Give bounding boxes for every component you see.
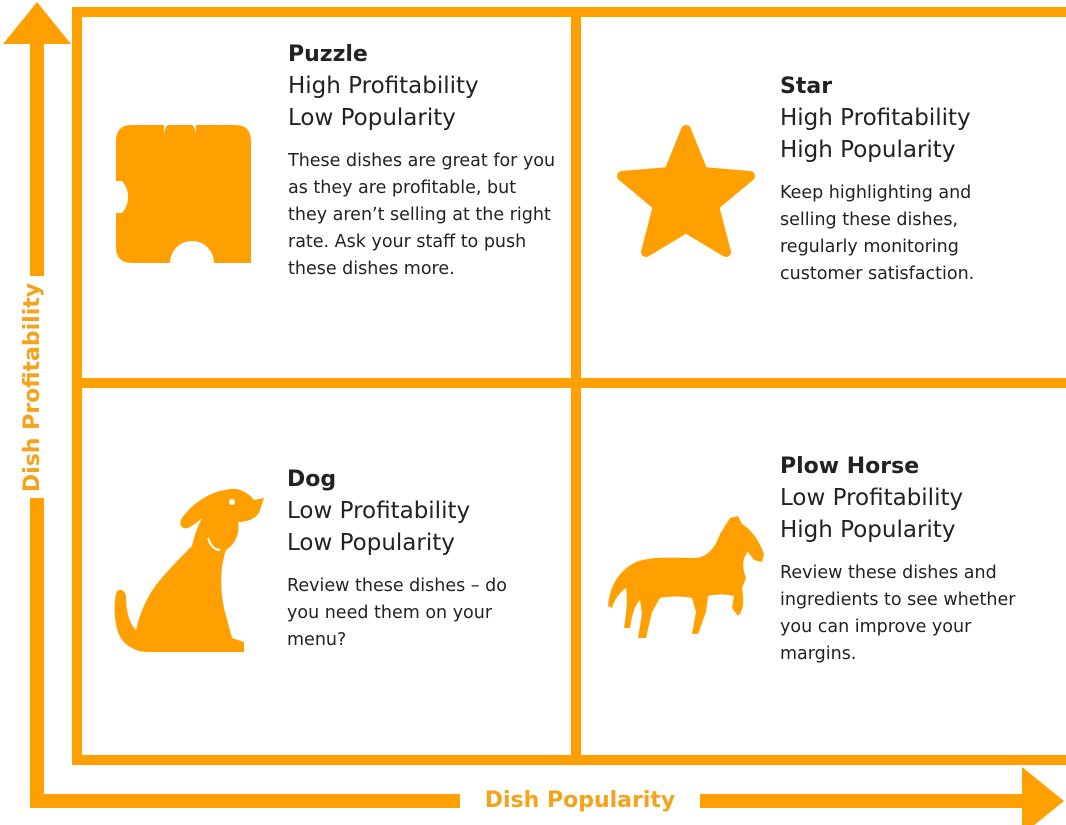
plow-horse-profitability: Low Profitability [780,485,964,511]
grid-top-border [72,7,1066,17]
plow-horse-popularity: High Popularity [780,517,956,543]
star-profitability: High Profitability [780,105,971,131]
dog-description: Review these dishes – do you need them o… [287,576,507,650]
y-axis-arrow [3,2,71,44]
quadrant-plow-horse: Plow Horse Low Profitability High Popula… [780,452,1066,668]
x-axis-arrow [1022,767,1064,825]
plow-horse-description: Review these dishes and ingredients to s… [780,563,1016,664]
puzzle-title: Puzzle [288,42,368,67]
dog-title: Dog [287,467,337,492]
plow-horse-title: Plow Horse [780,454,920,479]
quadrant-star: Star High Profitability High Popularity … [780,72,1060,288]
dog-popularity: Low Popularity [287,530,455,556]
puzzle-description: These dishes are great for you as they a… [288,151,556,279]
y-axis-label: Dish Profitability [20,282,46,492]
star-title: Star [780,74,833,99]
star-icon [617,125,755,257]
y-axis-label-box: Dish Profitability [10,276,56,498]
dog-profitability: Low Profitability [287,498,471,524]
grid-bottom-border [72,755,1066,765]
grid-horizontal-divider [72,378,1066,388]
puzzle-popularity: Low Popularity [288,105,456,131]
quadrant-puzzle: Puzzle High Profitability Low Popularity… [288,40,568,283]
star-description: Keep highlighting and selling these dish… [780,183,975,284]
dog-icon [114,488,264,652]
horse-icon [608,516,764,638]
x-axis-label: Dish Popularity [460,780,700,820]
puzzle-piece-icon [116,125,251,263]
puzzle-profitability: High Profitability [288,73,479,99]
quadrant-dog: Dog Low Profitability Low Popularity Rev… [287,465,567,654]
star-popularity: High Popularity [780,137,956,163]
